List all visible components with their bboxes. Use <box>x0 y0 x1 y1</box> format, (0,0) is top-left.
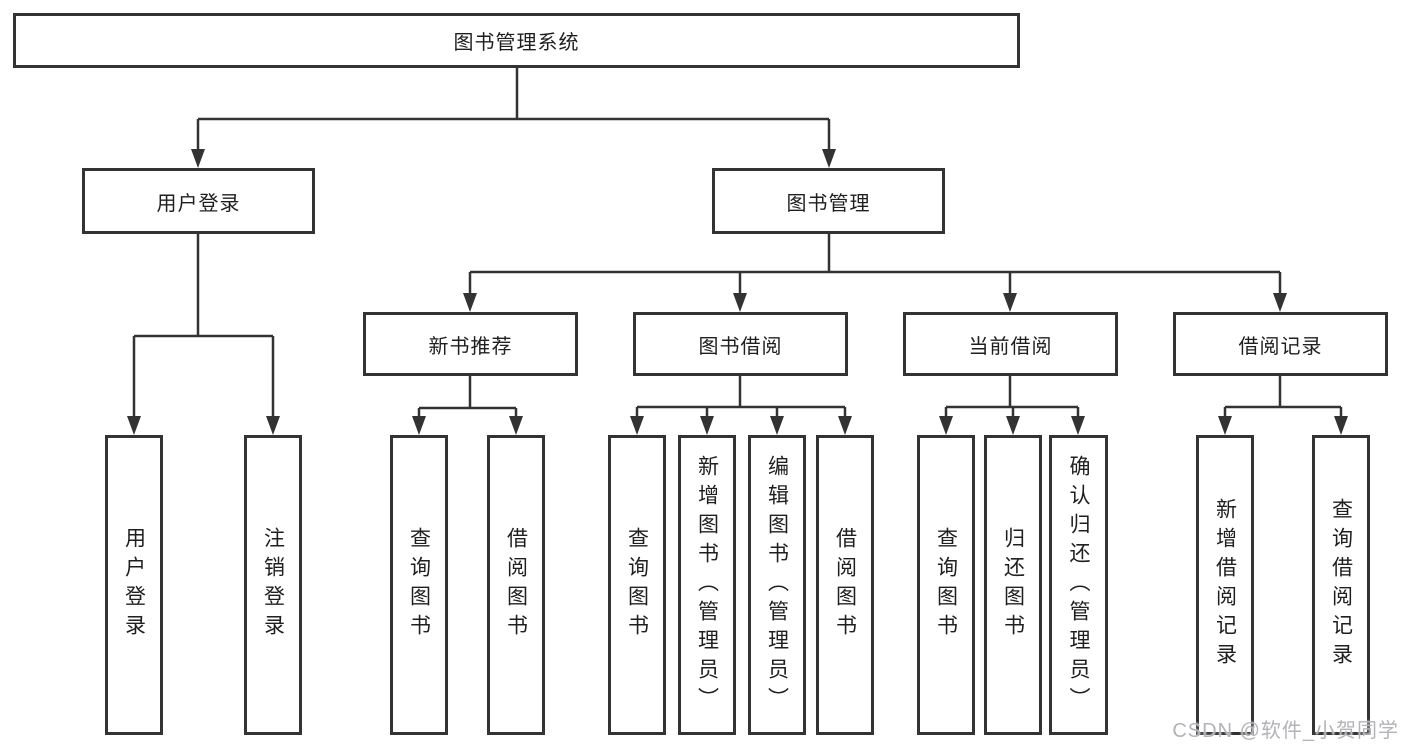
connector-current-borrow <box>939 376 1085 435</box>
node-borrow-records: 借阅记录 <box>1173 312 1388 376</box>
connector-borrow-records <box>1218 376 1348 435</box>
node-current-borrow-label: 当前借阅 <box>968 335 1053 358</box>
leaf-add-books-admin-label: 新增图书（管理员） <box>695 454 719 716</box>
connector-book-borrow <box>630 376 852 435</box>
leaf-query-borrow-record-label: 查询借阅记录 <box>1329 498 1353 672</box>
connector-root <box>191 68 836 168</box>
leaf-query-borrow-record: 查询借阅记录 <box>1312 435 1370 735</box>
leaf-query-books-current: 查询图书 <box>917 435 975 735</box>
connector-new-book-recommend <box>412 376 523 435</box>
connector-user-login <box>127 234 280 435</box>
leaf-user-login-label: 用户登录 <box>122 527 146 643</box>
leaf-confirm-return-admin: 确认归还（管理员） <box>1049 435 1108 735</box>
leaf-edit-books-admin-label: 编辑图书（管理员） <box>765 454 789 716</box>
node-new-book-recommend-label: 新书推荐 <box>428 335 513 358</box>
leaf-add-borrow-record-label: 新增借阅记录 <box>1213 498 1237 672</box>
node-current-borrow: 当前借阅 <box>903 312 1118 376</box>
leaf-user-login: 用户登录 <box>105 435 163 735</box>
leaf-borrow-books-recommend-label: 借阅图书 <box>504 527 528 643</box>
node-user-login-label: 用户登录 <box>156 192 241 215</box>
node-new-book-recommend: 新书推荐 <box>363 312 578 376</box>
node-root-system: 图书管理系统 <box>13 13 1020 68</box>
leaf-borrow-books-label: 借阅图书 <box>833 527 857 643</box>
node-borrow-records-label: 借阅记录 <box>1238 335 1323 358</box>
node-book-borrow-label: 图书借阅 <box>698 335 783 358</box>
connector-book-management <box>463 234 1287 312</box>
leaf-borrow-books: 借阅图书 <box>816 435 874 735</box>
leaf-borrow-books-recommend: 借阅图书 <box>487 435 545 735</box>
leaf-return-books: 归还图书 <box>984 435 1042 735</box>
leaf-add-books-admin: 新增图书（管理员） <box>678 435 736 735</box>
node-user-login: 用户登录 <box>82 168 315 234</box>
leaf-query-books-borrow: 查询图书 <box>608 435 666 735</box>
leaf-query-books-recommend-label: 查询图书 <box>407 527 431 643</box>
node-book-management-label: 图书管理 <box>786 192 871 215</box>
leaf-logout-label: 注销登录 <box>261 527 285 643</box>
leaf-query-books-borrow-label: 查询图书 <box>625 527 649 643</box>
csdn-watermark: CSDN @软件_小贺同学 <box>1172 720 1399 742</box>
node-root-label: 图书管理系统 <box>453 32 580 54</box>
leaf-query-books-current-label: 查询图书 <box>934 527 958 643</box>
node-book-management: 图书管理 <box>712 168 945 234</box>
leaf-add-borrow-record: 新增借阅记录 <box>1196 435 1254 735</box>
node-book-borrow: 图书借阅 <box>633 312 848 376</box>
leaf-logout: 注销登录 <box>244 435 302 735</box>
leaf-confirm-return-admin-label: 确认归还（管理员） <box>1067 454 1090 716</box>
leaf-edit-books-admin: 编辑图书（管理员） <box>748 435 806 735</box>
leaf-return-books-label: 归还图书 <box>1001 527 1025 643</box>
leaf-query-books-recommend: 查询图书 <box>390 435 448 735</box>
